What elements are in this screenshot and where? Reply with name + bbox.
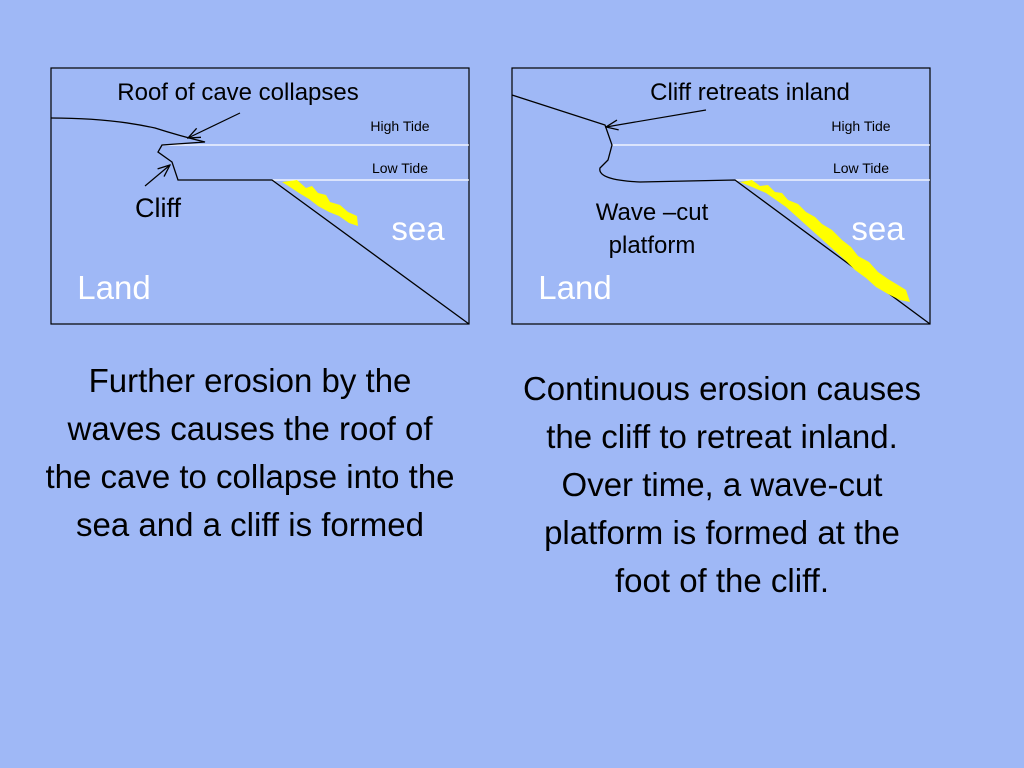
- left-cliff-label: Cliff: [135, 193, 182, 223]
- right-sea-label: sea: [851, 210, 905, 247]
- left-caption: Further erosion by the waves causes the …: [45, 362, 455, 543]
- right-low-tide-label: Low Tide: [833, 160, 889, 176]
- right-panel-frame: [511, 67, 931, 325]
- right-title-label: Cliff retreats inland: [650, 79, 850, 106]
- right-caption: Continuous erosion causes the cliff to r…: [522, 370, 922, 599]
- left-panel: Roof of cave collapses High Tide Low Tid…: [50, 67, 470, 325]
- right-high-tide-label: High Tide: [831, 118, 890, 134]
- left-land-label: Land: [77, 269, 150, 306]
- right-panel: Cliff retreats inland High Tide Low Tide…: [511, 67, 931, 325]
- left-panel-frame: [50, 67, 470, 325]
- right-land-label: Land: [538, 269, 611, 306]
- right-debris: [740, 180, 910, 302]
- left-sea-label: sea: [391, 210, 445, 247]
- right-title-arrow: [606, 109, 707, 127]
- left-low-tide-label: Low Tide: [372, 160, 428, 176]
- left-high-tide-label: High Tide: [370, 118, 429, 134]
- right-platform-label-line2: platform: [609, 232, 696, 259]
- left-cliff-arrow: [144, 165, 170, 187]
- right-cliff-profile: [511, 94, 931, 325]
- right-platform-label-line1: Wave –cut: [596, 199, 709, 226]
- left-title-arrow: [188, 112, 241, 138]
- left-cliff-profile: [50, 117, 470, 325]
- left-debris: [282, 180, 358, 226]
- left-title-label: Roof of cave collapses: [117, 79, 358, 106]
